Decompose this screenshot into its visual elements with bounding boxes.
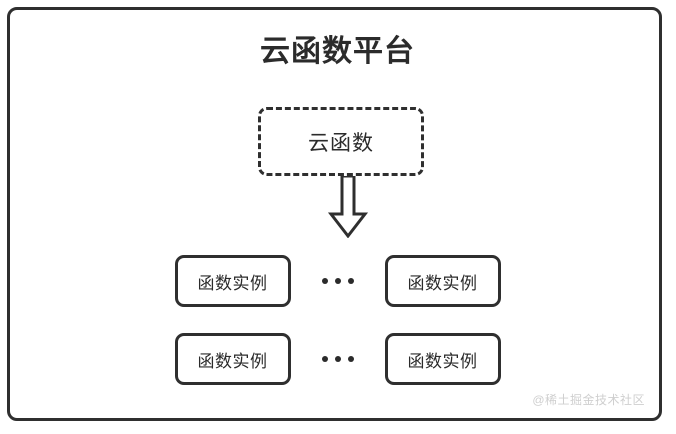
ellipsis-dot	[334, 278, 341, 284]
function-instance-label: 函数实例	[407, 273, 478, 293]
ellipsis-dot	[347, 278, 354, 284]
ellipsis-icon	[291, 356, 385, 362]
ellipsis-icon	[291, 278, 385, 284]
instance-row: 函数实例 函数实例	[10, 333, 665, 385]
function-instance-box: 函数实例	[174, 333, 291, 385]
cloud-function-platform-frame: 云函数平台 云函数 函数实例 函数实例 函数实例	[7, 7, 662, 421]
function-instance-label: 函数实例	[197, 351, 268, 371]
function-instance-box: 函数实例	[384, 255, 501, 307]
ellipsis-dot	[321, 356, 328, 362]
instance-row: 函数实例 函数实例	[10, 255, 665, 307]
ellipsis-dot	[347, 356, 354, 362]
function-instance-box: 函数实例	[384, 333, 501, 385]
page-title: 云函数平台	[260, 35, 415, 68]
cloud-function-node: 云函数	[258, 107, 424, 176]
ellipsis-dot	[321, 278, 328, 284]
function-instance-label: 函数实例	[197, 273, 268, 293]
cloud-function-label: 云函数	[308, 131, 374, 155]
watermark: @稀土掘金技术社区	[532, 393, 645, 407]
ellipsis-dot	[334, 356, 341, 362]
function-instance-label: 函数实例	[407, 351, 478, 371]
down-block-arrow-icon	[318, 176, 378, 238]
function-instance-box: 函数实例	[174, 255, 291, 307]
